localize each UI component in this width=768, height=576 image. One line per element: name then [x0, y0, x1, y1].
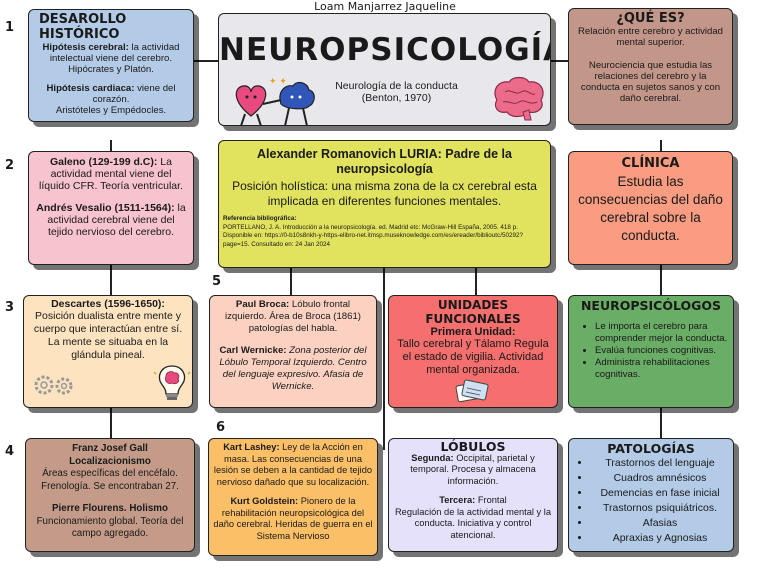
gall-text: Áreas específicas del encéfalo. Frenolog…: [41, 468, 179, 492]
list-item: Cuadros amnésicos: [591, 471, 729, 486]
author-name: Loam Manjarrez Jaqueline: [314, 0, 456, 13]
galeno-label: Galeno (129-199 d.C):: [50, 156, 158, 168]
list-item: Trastornos del lenguaje: [591, 456, 729, 471]
que-es-definition-2: Neurociencia que estudia las relaciones …: [580, 60, 721, 104]
unidades-subtitle: Primera Unidad:: [430, 326, 516, 338]
que-es-card: ¿QUÉ ES? Relación entre cerebro y activi…: [568, 8, 733, 125]
lobulos-card: LÓBULOS Segunda: Occipital, parietal y t…: [388, 438, 558, 552]
svg-text:✦ ✦: ✦ ✦: [269, 77, 287, 87]
broca-card: Paul Broca: Lóbulo frontal izquierdo. Ár…: [209, 295, 377, 408]
lightbulb-brain-icon: [154, 365, 190, 400]
row-number: 1: [5, 20, 15, 35]
cardiaca-label: Hipótesis cardiaca:: [46, 83, 135, 94]
lashey-text: Ley de la Acción en masa. Las consecuenc…: [213, 442, 373, 487]
subtitle-line2: (Benton, 1970): [361, 92, 432, 104]
cerebral-authors: Hipócrates y Platón.: [68, 64, 154, 75]
card-title: UNIDADES FUNCIONALES: [425, 298, 521, 326]
unidades-text: Tallo cerebral y Tálamo Regula el estado…: [397, 338, 549, 376]
heart-icon: [235, 85, 267, 117]
tercera-text: Frontal: [475, 495, 507, 505]
que-es-definition-1: Relación entre cerebro y actividad menta…: [577, 26, 724, 48]
card-title: DESAROLLO HISTÓRICO: [39, 12, 127, 42]
luria-card: Alexander Romanovich LURIA: Padre de la …: [218, 140, 551, 268]
goldstein-label: Kurt Goldstein:: [230, 496, 299, 506]
patologias-list: Trastornos del lenguaje Cuadros amnésico…: [573, 456, 729, 546]
list-item: Le importa el cerebro para comprender me…: [595, 321, 729, 345]
card-title: NEUROPSICÓLOGOS: [580, 298, 722, 313]
descartes-card: Descartes (1596-1650): Posición dualista…: [23, 295, 193, 408]
subtitle: Neurología de la conducta (Benton, 1970): [319, 80, 474, 104]
luria-title: Alexander Romanovich LURIA: Padre de la …: [257, 147, 512, 176]
tercera-description: Regulación de la actividad mental y la c…: [394, 506, 552, 540]
segunda-text: Occipital, parietal y temporal. Procesa …: [410, 452, 536, 486]
main-title: NEUROPSICOLOGÍA: [219, 32, 551, 68]
wernicke-text: Zona posterior del Lóbulo Temporal Izqui…: [219, 345, 367, 392]
cardiaca-authors: Aristóteles y Empédocles.: [55, 105, 167, 116]
list-item: Afasias: [591, 516, 729, 531]
row-number: 3: [5, 300, 15, 315]
reference-label: Referencia bibliográfica:: [223, 215, 297, 222]
desarrollo-historico-card: DESAROLLO HISTÓRICO Hipótesis cerebral: …: [28, 9, 194, 122]
galeno-card: Galeno (129-199 d.C): La actividad menta…: [28, 151, 194, 265]
descartes-label: Descartes (1596-1650):: [51, 298, 165, 310]
tercera-label: Tercera:: [439, 495, 476, 505]
gall-card: Franz Josef Gall Localizacionismo Áreas …: [25, 438, 195, 552]
wernicke-label: Carl Wernicke:: [219, 345, 287, 356]
cerebral-label: Hipótesis cerebral:: [42, 42, 129, 53]
luria-text: Posición holística: una misma zona de la…: [232, 179, 537, 208]
brain-icon: [494, 76, 544, 121]
row-number: 2: [5, 158, 15, 173]
card-title: CLÍNICA: [621, 156, 680, 171]
documents-icon: [455, 379, 489, 403]
gears-icon: [34, 375, 73, 395]
flourens-name: Pierre Flourens. Holismo: [52, 503, 168, 514]
card-title: ¿QUÉ ES?: [616, 11, 685, 26]
list-item: Evalúa funciones cognitivas.: [595, 345, 729, 357]
galeno-text: La actividad mental viene del líquido CF…: [39, 156, 183, 192]
flourens-text: Funcionamiento global. Teoría del campo …: [36, 515, 184, 540]
row-number: 6: [216, 420, 226, 435]
row-number: 4: [5, 444, 15, 459]
connector-line: [383, 140, 385, 450]
cerebral-text: la actividad intelectual viene del cereb…: [49, 42, 180, 64]
patologias-card: PATOLOGÍAS Trastornos del lenguaje Cuadr…: [568, 438, 734, 552]
clinica-text: Estudia las consecuencias del daño cereb…: [578, 174, 723, 243]
heart-brain-illustration: ✦ ✦: [235, 77, 315, 125]
title-card: NEUROPSICOLOGÍA Neurología de la conduct…: [218, 13, 551, 126]
card-title: PATOLOGÍAS: [607, 441, 695, 456]
reference-text: PORTELLANO, J. A. Introducción a la neur…: [223, 223, 523, 248]
vesalio-text: la actividad cerebral viene del tejido n…: [47, 202, 186, 238]
cardiaca-text: viene del corazón.: [92, 83, 176, 105]
vesalio-label: Andrés Vesalio (1511-1564):: [36, 202, 175, 214]
connector-line: [475, 264, 477, 299]
clinica-card: CLÍNICA Estudia las consecuencias del da…: [568, 151, 733, 265]
goldstein-text: Pionero de la rehabilitación neuropsicol…: [213, 496, 373, 541]
gall-subtitle: Localizacionismo: [69, 455, 151, 467]
neuropsicologos-list: Le importa el cerebro para comprender me…: [573, 321, 729, 381]
segunda-label: Segunda:: [411, 452, 454, 463]
descartes-text: Posición dualista entre mente y cuerpo q…: [33, 310, 183, 361]
lashey-label: Kart Lashey:: [223, 442, 280, 452]
subtitle-line1: Neurología de la conducta: [335, 80, 458, 92]
row-number: 5: [212, 274, 222, 289]
broca-label: Paul Broca:: [235, 299, 290, 310]
list-item: Demencias en fase inicial: [591, 486, 729, 501]
broca-text: Lóbulo frontal izquierdo. Área de Broca …: [225, 299, 361, 334]
neuropsicologos-card: NEUROPSICÓLOGOS Le importa el cerebro pa…: [568, 295, 734, 408]
card-title: LÓBULOS: [440, 439, 506, 454]
list-item: Apraxias y Agnosias: [591, 531, 729, 546]
lashey-card: Kart Lashey: Ley de la Acción en masa. L…: [208, 438, 378, 556]
unidades-funcionales-card: UNIDADES FUNCIONALES Primera Unidad: Tal…: [388, 295, 558, 408]
connector-line: [290, 264, 292, 299]
list-item: Administra rehabilitaciones cognitivas.: [595, 357, 729, 381]
gall-name: Franz Josef Gall: [72, 443, 148, 454]
list-item: Trastornos psiquiátricos.: [591, 501, 729, 516]
